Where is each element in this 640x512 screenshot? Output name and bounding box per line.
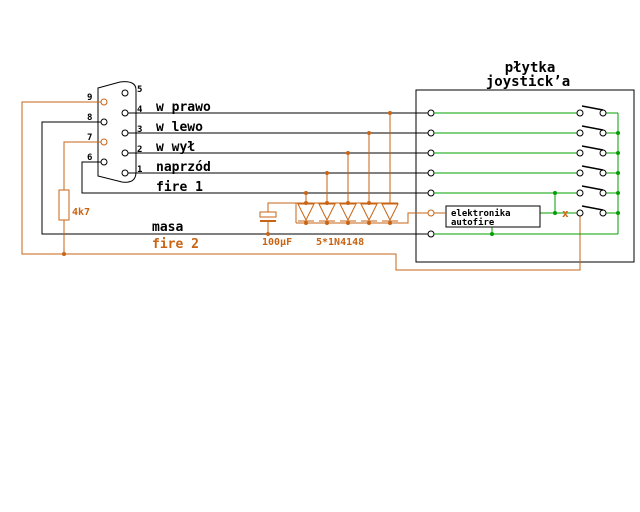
pin-4 bbox=[121, 109, 129, 117]
pin-label-1: 1 bbox=[137, 165, 142, 175]
pin-2 bbox=[121, 149, 129, 157]
board-traces bbox=[434, 112, 619, 235]
autofire-label-line2: autofire bbox=[451, 217, 495, 228]
pin-9 bbox=[100, 98, 108, 106]
autofire-box bbox=[445, 205, 541, 228]
pin-7 bbox=[100, 138, 108, 146]
pin-1 bbox=[121, 169, 129, 177]
capacitor-100uf bbox=[259, 211, 277, 222]
cut-mark: x bbox=[562, 207, 569, 220]
label-fire2: fire 2 bbox=[152, 237, 199, 252]
pin-label-7: 7 bbox=[87, 133, 92, 143]
board-junctions bbox=[490, 131, 620, 236]
pin-3 bbox=[121, 129, 129, 137]
orange-junctions bbox=[62, 111, 392, 256]
pin-label-9: 9 bbox=[87, 93, 92, 103]
fire1-wire bbox=[81, 161, 428, 194]
capacitor-label: 100µF bbox=[262, 237, 292, 248]
diode-4 bbox=[360, 203, 378, 222]
joystick-switches bbox=[576, 105, 607, 217]
pin-label-8: 8 bbox=[87, 113, 92, 123]
pin-label-3: 3 bbox=[137, 125, 142, 135]
diode-1 bbox=[297, 203, 315, 222]
diodes-label: 5*1N4148 bbox=[316, 237, 364, 248]
ground-wire bbox=[41, 121, 428, 235]
resistor-4k7 bbox=[58, 189, 70, 221]
pin-8 bbox=[100, 118, 108, 126]
label-fire1: fire 1 bbox=[156, 180, 203, 195]
resistor-label: 4k7 bbox=[72, 207, 90, 218]
label-down: w wył bbox=[156, 140, 195, 155]
board-title-line2: joystick’a bbox=[486, 74, 570, 90]
pin-label-4: 4 bbox=[137, 105, 143, 115]
board-terminals bbox=[427, 109, 435, 238]
diode-5 bbox=[381, 203, 399, 222]
pin-label-6: 6 bbox=[87, 153, 92, 163]
orange-wires bbox=[21, 101, 581, 271]
label-up: naprzód bbox=[156, 160, 211, 175]
label-right: w prawo bbox=[156, 100, 211, 115]
autofire-label-line1: elektronika bbox=[451, 208, 511, 219]
pin-label-5: 5 bbox=[137, 85, 142, 95]
diode-2 bbox=[318, 203, 336, 222]
label-ground: masa bbox=[152, 220, 183, 235]
diode-3 bbox=[339, 203, 357, 222]
direction-wires bbox=[128, 112, 428, 174]
label-left: w lewo bbox=[156, 120, 203, 135]
db9-connector bbox=[97, 81, 137, 183]
board-title-line1: płytka bbox=[505, 60, 556, 76]
pin-5 bbox=[121, 89, 129, 97]
joystick-board bbox=[415, 89, 635, 263]
pin-6 bbox=[100, 158, 108, 166]
pin-label-2: 2 bbox=[137, 145, 142, 155]
diode-array bbox=[297, 203, 399, 222]
